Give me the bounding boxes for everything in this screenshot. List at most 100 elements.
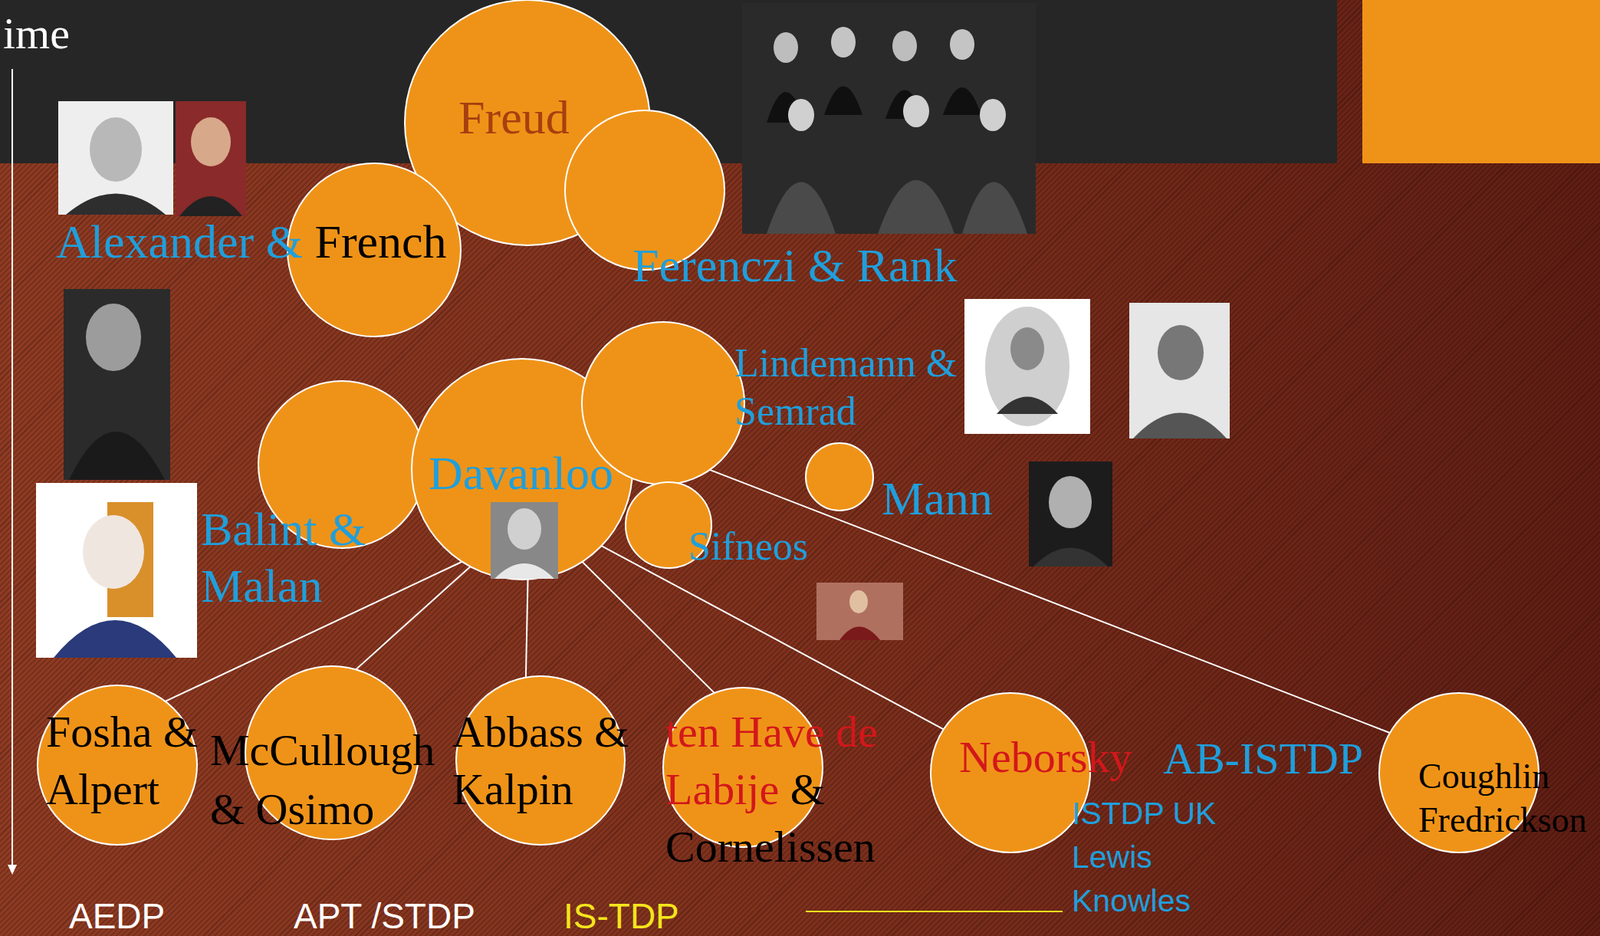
photo-bg	[1028, 461, 1113, 567]
circle-outline	[804, 441, 875, 513]
name-block: Balint & Malan	[200, 500, 378, 615]
name-block: Ferenczi & Rank	[632, 237, 958, 293]
name-block: Coughlin Fredrickson	[1418, 754, 1595, 842]
lineage-circle: Neborsky	[929, 691, 1092, 855]
timeline-head	[7, 864, 17, 875]
free-label: Knowles	[1071, 879, 1191, 924]
photo-head	[507, 508, 542, 550]
person-name: Abbass & Kalpin	[452, 706, 629, 815]
lineage-line	[355, 566, 470, 670]
person-name: Mann	[881, 472, 993, 525]
photo-bg	[175, 101, 247, 217]
person-name: ten Have de Labije	[665, 706, 878, 815]
photo-bg	[964, 298, 1091, 434]
photo-body	[839, 627, 881, 641]
person-name: Lindemann & Semrad	[734, 341, 957, 434]
person-name: Fosha & Alpert	[45, 706, 198, 815]
photo-bg	[742, 3, 1036, 234]
portrait-photo	[63, 289, 171, 480]
lineage-circle: ten Have de Labije& Cornelissen	[661, 686, 825, 849]
circle-shape	[456, 676, 625, 845]
photo-body	[1033, 548, 1108, 568]
lineage-circle: Coughlin Fredrickson	[1377, 691, 1541, 855]
person-name: Sifneos	[688, 524, 809, 569]
lineage-circle: Mann	[804, 441, 875, 513]
photo-body	[766, 180, 1028, 234]
lineage-circle: Alexander &French	[285, 161, 463, 339]
portrait-photo	[1129, 302, 1230, 439]
timeline-line	[11, 68, 14, 871]
photo-head	[849, 590, 868, 614]
lineage-circle: Fosha & Alpert	[36, 683, 199, 847]
free-label: Lewis	[1071, 835, 1153, 880]
lineage-circle: McCullough & Osimo	[243, 664, 421, 842]
free-label: ime	[3, 6, 70, 61]
photo-head	[82, 515, 145, 589]
photo-bg	[1129, 302, 1230, 439]
person-name: Coughlin Fredrickson	[1418, 756, 1587, 840]
photo-head	[89, 117, 142, 182]
person-name: McCullough & Osimo	[210, 725, 435, 835]
photo-head	[831, 26, 856, 58]
timeline-arrow	[7, 68, 17, 875]
name-block: Abbass & Kalpin	[452, 703, 641, 819]
portrait-photo	[1028, 461, 1113, 567]
person-name: Freud	[458, 91, 570, 144]
photo-body	[179, 196, 243, 217]
name-block: Alexander &French	[55, 213, 447, 270]
circle-shape	[805, 443, 874, 511]
photo-bg	[58, 101, 174, 215]
circle-shape	[581, 321, 745, 485]
lineage-circle: Ferenczi & Rank	[563, 108, 727, 272]
free-label: AB-ISTDP	[1163, 731, 1364, 787]
lineage-line	[709, 469, 1390, 733]
photo-body	[53, 620, 177, 658]
photo-bg	[490, 502, 559, 579]
name-block: Freud	[458, 89, 570, 145]
yellow-rule	[805, 910, 1063, 913]
free-label: IS-TDP	[563, 896, 680, 936]
person-name: Balint & Malan	[200, 502, 366, 612]
photo-head	[190, 117, 231, 167]
photo-head	[903, 95, 930, 128]
group-photo	[742, 3, 1036, 234]
free-label: APT /STDP	[293, 896, 476, 936]
photo-head	[1048, 476, 1092, 529]
person-name: Davanloo	[428, 446, 614, 500]
portrait-photo	[58, 101, 174, 215]
name-block: Fosha & Alpert	[45, 703, 211, 819]
free-label: AEDP	[68, 896, 165, 936]
name-block: Davanloo	[428, 445, 614, 501]
lineage-circle: Sifneos	[624, 480, 713, 570]
photo-head	[949, 29, 975, 60]
photo-head	[773, 32, 799, 63]
lineage-line	[581, 561, 714, 694]
photo-bg	[816, 582, 904, 641]
photo-vignette	[985, 306, 1070, 427]
photo-head	[892, 30, 917, 62]
name-block: McCullough & Osimo	[210, 720, 448, 839]
photo-body	[68, 431, 165, 480]
name-block: Lindemann & Semrad	[734, 338, 973, 436]
photo-bg	[36, 482, 198, 658]
free-label: ISTDP UK	[1071, 791, 1216, 836]
circle-outline	[454, 674, 627, 847]
name-block: Neborsky	[959, 729, 1133, 786]
person-name: Ferenczi & Rank	[632, 239, 958, 292]
photo-head	[788, 98, 815, 132]
lineage-line	[525, 579, 529, 678]
corner-panel	[1362, 0, 1600, 164]
photo-body	[494, 563, 555, 579]
photo-body	[1133, 413, 1227, 440]
person-name: French	[314, 215, 447, 268]
photo-head	[85, 303, 142, 372]
portrait-photo	[816, 582, 904, 641]
name-block: Mann	[881, 470, 993, 526]
portrait-photo	[964, 298, 1091, 434]
lineage-circle: Balint & Malan	[256, 379, 428, 550]
photo-head	[1157, 325, 1204, 381]
portrait-photo	[490, 502, 559, 579]
name-block: Sifneos	[688, 523, 809, 570]
name-block: ten Have de Labije& Cornelissen	[665, 703, 896, 876]
photo-bg	[63, 289, 171, 480]
